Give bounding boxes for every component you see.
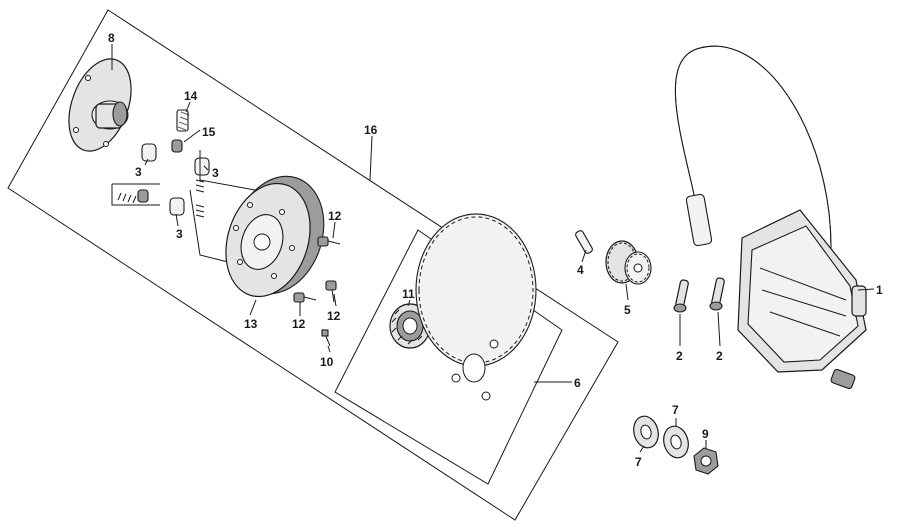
callout-11: 11 — [402, 287, 415, 301]
plunger-part-15 — [171, 139, 183, 153]
callout-12-c: 12 — [327, 309, 341, 323]
callout-16: 16 — [364, 123, 378, 137]
washer-part-7-b — [663, 425, 689, 459]
callout-5: 5 — [624, 303, 631, 317]
clutch-drum-part-13 — [225, 175, 325, 298]
callout-6: 6 — [574, 376, 581, 390]
callout-3-b: 3 — [212, 166, 219, 180]
roller-part-3-b — [194, 157, 210, 176]
callout-9: 9 — [702, 427, 709, 441]
nut-part-9 — [693, 447, 719, 475]
callout-15: 15 — [202, 125, 216, 139]
plunger-left — [137, 189, 149, 203]
bolt-part-12-a — [317, 236, 341, 247]
spring-left — [117, 192, 137, 204]
spring-small-b — [195, 204, 205, 218]
roller-part-3-c — [169, 197, 185, 216]
starter-motor-part-1 — [675, 45, 867, 390]
callout-12-a: 12 — [328, 209, 342, 223]
bolt-part-2-b — [709, 277, 725, 311]
leader-lines — [111, 44, 875, 453]
roller-part-3-a — [141, 143, 157, 162]
callout-4: 4 — [577, 263, 584, 277]
idle-gear-part-5 — [605, 240, 652, 285]
callout-3-c: 3 — [176, 227, 183, 241]
driven-gear — [415, 213, 537, 401]
callout-2-b: 2 — [716, 349, 723, 363]
callout-10: 10 — [320, 355, 334, 369]
washer-part-7-a — [633, 415, 659, 449]
pin-part-10 — [321, 329, 331, 347]
shaft-part-4 — [575, 230, 593, 254]
spring-small-a — [195, 179, 205, 193]
bracket-lines — [111, 150, 256, 263]
callout-8: 8 — [108, 31, 115, 45]
bolt-part-12-c — [325, 280, 337, 303]
callout-14: 14 — [184, 89, 198, 103]
callout-1: 1 — [876, 283, 883, 297]
callout-13: 13 — [244, 317, 258, 331]
flange-plate-part-8 — [68, 58, 132, 152]
callout-3-a: 3 — [135, 165, 142, 179]
callout-7-b: 7 — [672, 403, 679, 417]
spring-part-14 — [176, 109, 190, 132]
callout-12-b: 12 — [292, 317, 306, 331]
callout-7-a: 7 — [635, 455, 642, 469]
bolt-part-2-a — [673, 279, 689, 313]
bolt-part-12-b — [293, 292, 317, 303]
callout-2-a: 2 — [676, 349, 683, 363]
